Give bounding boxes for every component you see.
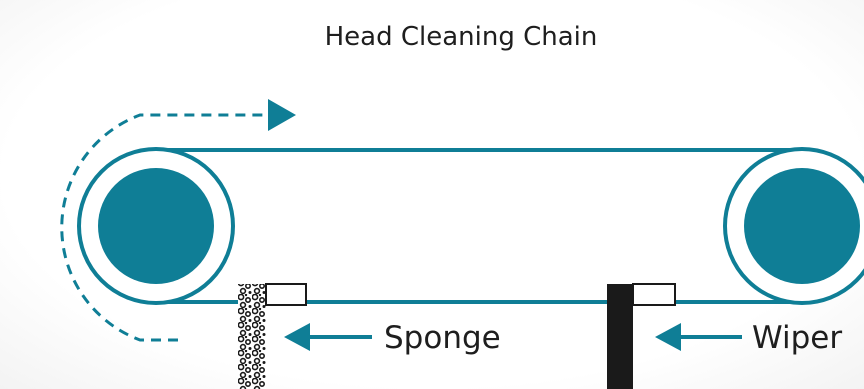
- dashed-rotation-arrow-icon: [60, 99, 296, 342]
- wiper-block: [607, 283, 676, 389]
- sponge-label: Sponge: [384, 320, 501, 356]
- diagram-title: Head Cleaning Chain: [325, 22, 598, 52]
- wiper-pointer-arrow-icon: [655, 323, 742, 351]
- left-pulley: [77, 147, 235, 305]
- sponge-pointer-arrow-icon: [284, 323, 372, 351]
- sponge-block: [238, 283, 307, 389]
- right-pulley: [723, 147, 864, 305]
- wiper-label: Wiper: [752, 320, 842, 356]
